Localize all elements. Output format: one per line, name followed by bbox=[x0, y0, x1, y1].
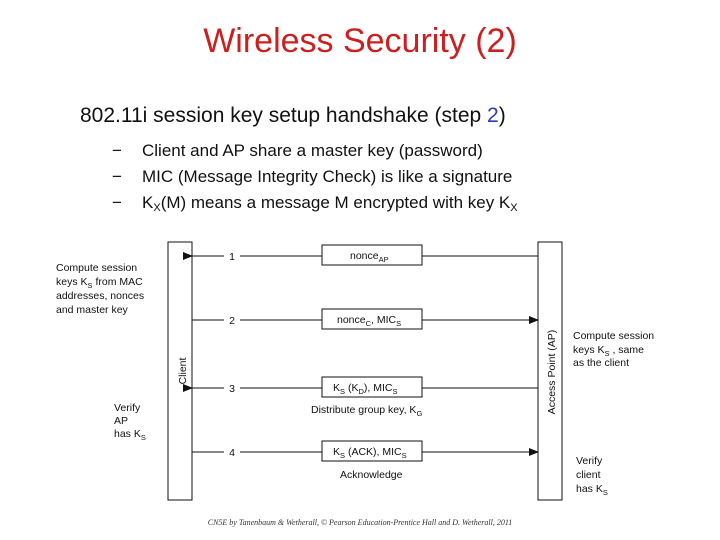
bullet-text-mid: (M) means a message M encrypted with key… bbox=[160, 193, 511, 212]
right-compute-note-line: Compute session bbox=[573, 330, 654, 342]
message-2-number: 2 bbox=[229, 315, 235, 327]
bullet-dash: − bbox=[112, 167, 122, 186]
bullet-item: −KX(M) means a message M encrypted with … bbox=[112, 190, 518, 216]
left-verify-note-line: AP bbox=[114, 415, 128, 427]
right-compute-note-line: keys KS , same bbox=[573, 344, 644, 358]
message-4-box bbox=[321, 440, 423, 462]
bullet-list: − Client and AP share a master key (passw… bbox=[112, 138, 518, 216]
message-4-num-bg bbox=[224, 446, 240, 458]
subtitle-prefix: 802.11i session key setup handshake (ste… bbox=[80, 104, 488, 127]
bullet-sub: X bbox=[153, 202, 161, 214]
slide-subtitle: 802.11i session key setup handshake (ste… bbox=[80, 104, 506, 128]
left-compute-note-line: Compute session bbox=[56, 262, 137, 274]
message-1-number: 1 bbox=[229, 251, 235, 263]
slide-credit: CN5E by Tanenbaum & Wetherall, © Pearson… bbox=[207, 518, 513, 527]
left-verify-note-line: has KS bbox=[114, 428, 146, 442]
right-verify-note-line: has KS bbox=[576, 483, 608, 497]
subtitle-suffix: ) bbox=[498, 104, 506, 127]
left-compute-note-line: addresses, nonces bbox=[56, 290, 144, 302]
right-compute-note-line: as the client bbox=[573, 357, 629, 369]
message-3-caption: Distribute group key, KG bbox=[311, 404, 422, 418]
ap-lifeline bbox=[537, 241, 563, 501]
message-3-num-bg bbox=[224, 382, 240, 394]
bullet-text: MIC (Message Integrity Check) is like a … bbox=[142, 167, 513, 186]
message-4-label: KS (ACK), MICS bbox=[333, 446, 407, 460]
message-2-label: nonceC, MICS bbox=[337, 314, 401, 328]
message-4-caption: Acknowledge bbox=[340, 469, 403, 481]
left-compute-note-line: keys KS from MAC bbox=[56, 276, 143, 290]
client-label: Client bbox=[177, 358, 189, 385]
left-compute-note-line: and master key bbox=[56, 304, 129, 316]
message-1-box bbox=[321, 244, 423, 266]
message-3-label: KS (KD), MICS bbox=[333, 382, 397, 396]
bullet-sub: X bbox=[510, 202, 518, 214]
message-3-number: 3 bbox=[229, 383, 235, 395]
message-3-box bbox=[321, 376, 423, 398]
bullet-dash: − bbox=[112, 141, 122, 160]
message-2-box bbox=[321, 308, 423, 330]
left-verify-note-line: Verify bbox=[114, 402, 141, 414]
bullet-item: − MIC (Message Integrity Check) is like a… bbox=[112, 164, 518, 190]
message-4-number: 4 bbox=[229, 447, 235, 459]
subtitle-step-number: 2 bbox=[487, 104, 499, 127]
bullet-item: − Client and AP share a master key (passw… bbox=[112, 138, 518, 164]
message-1-label: nonceAP bbox=[350, 250, 389, 264]
right-verify-note-line: client bbox=[576, 469, 601, 481]
message-1-num-bg bbox=[224, 250, 240, 262]
ap-label: Access Point (AP) bbox=[546, 330, 558, 415]
bullet-dash: − bbox=[112, 193, 122, 212]
client-lifeline bbox=[167, 241, 193, 501]
bullet-text-k: K bbox=[142, 193, 154, 212]
bullet-text: Client and AP share a master key (passwo… bbox=[142, 141, 483, 160]
message-2-num-bg bbox=[224, 314, 240, 326]
slide-title: Wireless Security (2) bbox=[203, 22, 517, 60]
right-verify-note-line: Verify bbox=[576, 455, 603, 467]
